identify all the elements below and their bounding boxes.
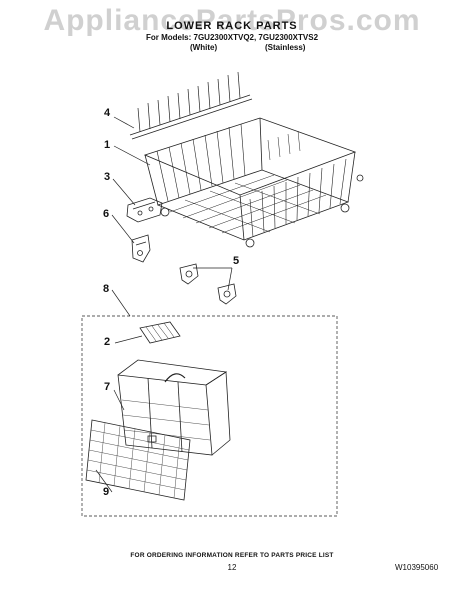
callout-5: 5 <box>233 255 240 267</box>
callout-4: 4 <box>104 107 111 119</box>
callout-6: 6 <box>103 208 110 220</box>
tine-row-part <box>129 71 253 140</box>
rack-wheel-part <box>179 263 237 305</box>
variant-white: (White) <box>190 43 218 52</box>
callout-2: 2 <box>104 336 111 348</box>
ordering-note: FOR ORDERING INFORMATION REFER TO PARTS … <box>130 552 334 559</box>
silverware-basket-part <box>117 359 231 456</box>
callout-9: 9 <box>103 486 110 498</box>
rack-clip-part <box>126 197 163 223</box>
page-title: LOWER RACK PARTS <box>166 20 298 32</box>
callout-3: 3 <box>104 171 111 183</box>
callout-1: 1 <box>104 139 111 151</box>
leader-lines <box>95 116 233 493</box>
basket-insert-part <box>139 321 181 344</box>
watermark: AppliancePartsPros.com <box>43 4 421 37</box>
lower-rack-basket <box>143 117 364 248</box>
silverware-basket-group-box <box>81 315 338 517</box>
models-line: For Models: 7GU2300XTVQ2, 7GU2300XTVS2 <box>145 33 319 42</box>
callout-7: 7 <box>104 381 111 393</box>
document-number: W10395060 <box>395 563 439 572</box>
callout-8: 8 <box>103 283 110 295</box>
basket-lid-part <box>85 419 191 501</box>
variant-stainless: (Stainless) <box>265 43 306 52</box>
wheel-bracket-part <box>131 234 151 263</box>
page-number: 12 <box>227 563 237 572</box>
